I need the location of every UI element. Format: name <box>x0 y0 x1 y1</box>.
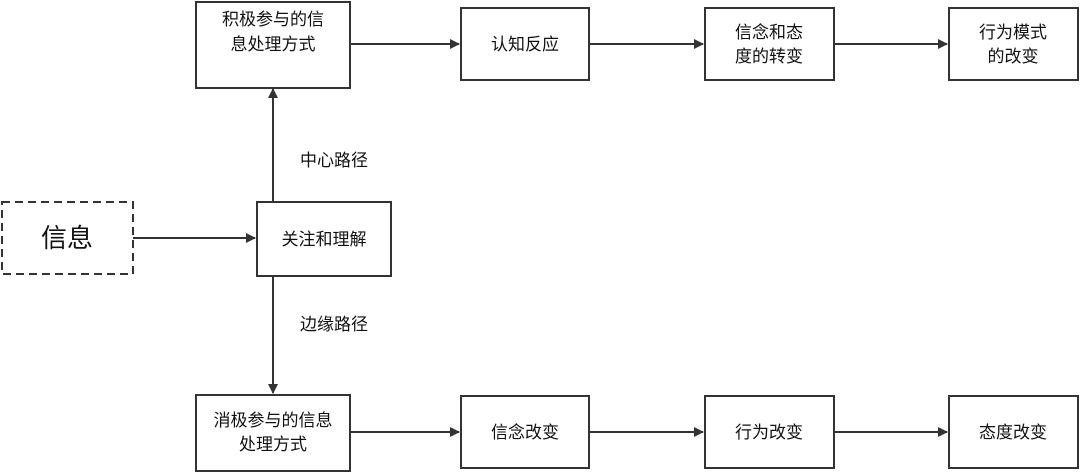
node-behavior-pattern-change: 行为模式的改变 <box>948 7 1079 81</box>
node-peripheral-processing-label: 消极参与的信息处理方式 <box>214 411 333 455</box>
node-behavior-change-label: 行为改变 <box>735 423 803 443</box>
node-attitude-change-label: 态度改变 <box>979 423 1047 443</box>
node-attention-label: 关注和理解 <box>282 230 367 250</box>
node-info-label: 信息 <box>41 224 93 254</box>
node-behavior-change: 行为改变 <box>704 395 835 469</box>
node-attitude-change: 态度改变 <box>948 395 1079 469</box>
node-info: 信息 <box>1 201 134 275</box>
node-peripheral-processing: 消极参与的信息处理方式 <box>195 394 351 472</box>
node-belief-attitude-change: 信念和态度的转变 <box>704 7 835 81</box>
central-route-label: 中心路径 <box>300 151 368 171</box>
node-attention: 关注和理解 <box>256 201 392 277</box>
node-behavior-pattern-change-label: 行为模式的改变 <box>979 23 1047 67</box>
node-central-processing: 积极参与的信息处理方式 <box>195 1 351 89</box>
node-cognitive-response-label: 认知反应 <box>491 35 559 55</box>
node-belief-change: 信念改变 <box>460 395 590 469</box>
node-cognitive-response: 认知反应 <box>460 7 590 81</box>
node-belief-attitude-change-label: 信念和态度的转变 <box>735 22 803 67</box>
peripheral-route-label: 边缘路径 <box>300 315 368 335</box>
node-central-processing-label: 积极参与的信息处理方式 <box>222 10 324 55</box>
node-belief-change-label: 信念改变 <box>491 422 559 443</box>
